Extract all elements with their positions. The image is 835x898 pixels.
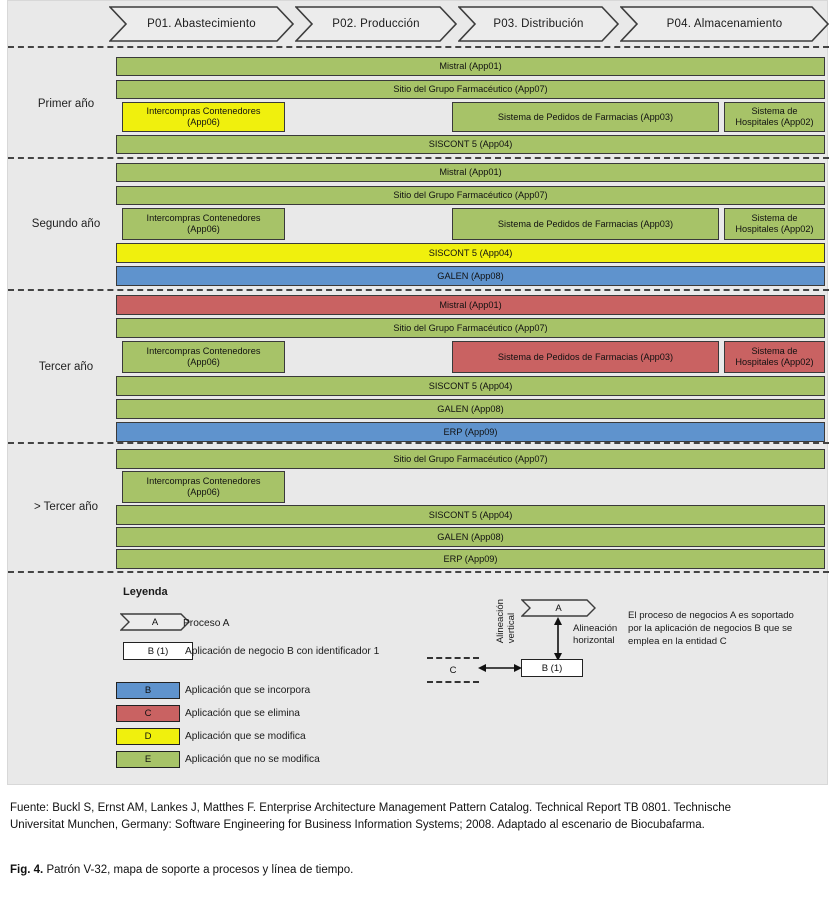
legend-diagram-app-b: B (1) <box>521 659 583 677</box>
app-bar-pedidos-y3[interactable]: Sistema de Pedidos de Farmacias (App03) <box>452 341 719 373</box>
legend-diagram-horizontal-label: Alineación horizontal <box>573 623 617 647</box>
process-chevron-p01[interactable]: P01. Abastecimiento <box>109 6 294 42</box>
legend-text-elimina: Aplicación que se elimina <box>185 708 300 719</box>
app-bar-mistral-y1[interactable]: Mistral (App01) <box>116 57 825 76</box>
process-chevron-p03-label: P03. Distribución <box>493 18 584 30</box>
app-bar-intercompras-y1-line1: Intercompras Contenedores <box>146 106 261 117</box>
app-bar-hospitales-y3[interactable]: Sistema de Hospitales (App02) <box>724 341 825 373</box>
legend-diagram-vertical-label-l2: vertical <box>506 612 518 644</box>
legend-diagram-description: El proceso de negocios A es soportado po… <box>628 610 794 647</box>
row-separator-top <box>8 46 829 48</box>
app-bar-pedidos-y1[interactable]: Sistema de Pedidos de Farmacias (App03) <box>452 102 719 132</box>
legend-diagram-entity-c-label: C <box>449 664 457 676</box>
app-bar-intercompras-y2-line2: (App06) <box>187 224 220 234</box>
app-bar-siscont-y3[interactable]: SISCONT 5 (App04) <box>116 376 825 396</box>
app-bar-intercompras-y4-line2: (App06) <box>187 487 220 497</box>
app-bar-intercompras-y3[interactable]: Intercompras Contenedores (App06) <box>122 341 285 373</box>
app-bar-hospitales-y1[interactable]: Sistema de Hospitales (App02) <box>724 102 825 132</box>
legend-swatch-no-modifica: E <box>116 751 180 768</box>
app-bar-sitio-y1[interactable]: Sitio del Grupo Farmacéutico (App07) <box>116 80 825 99</box>
legend-process-symbol-label: A <box>151 616 159 628</box>
process-chevron-p04[interactable]: P04. Almacenamiento <box>620 6 829 42</box>
app-bar-intercompras-y4-line1: Intercompras Contenedores <box>146 476 261 487</box>
year-label-primer-ano: Primer año <box>37 98 95 110</box>
legend-app-symbol: B (1) <box>123 642 193 660</box>
app-bar-hospitales-y2[interactable]: Sistema de Hospitales (App02) <box>724 208 825 240</box>
app-bar-galen-y2[interactable]: GALEN (App08) <box>116 266 825 286</box>
app-bar-intercompras-y4[interactable]: Intercompras Contenedores (App06) <box>122 471 285 503</box>
legend-text-incorpora: Aplicación que se incorpora <box>185 685 311 696</box>
legend-swatch-modifica: D <box>116 728 180 745</box>
app-bar-intercompras-y1-line2: (App06) <box>187 117 220 127</box>
figure-number: Fig. 4. <box>10 864 44 876</box>
year-label-segundo-ano: Segundo año <box>31 218 101 230</box>
legend-app-text: Aplicación de negocio B con identificado… <box>185 646 380 657</box>
app-bar-sitio-y2[interactable]: Sitio del Grupo Farmacéutico (App07) <box>116 186 825 205</box>
source-text: Fuente: Buckl S, Ernst AM, Lankes J, Mat… <box>10 802 732 831</box>
legend-diagram-vertical-label: Alineación vertical <box>495 599 517 643</box>
legend-diagram-process-a: A <box>555 602 562 614</box>
process-chevron-p02-label: P02. Producción <box>332 18 420 30</box>
figure-panel: P01. Abastecimiento P02. Producción P03.… <box>7 0 829 785</box>
process-chevron-p04-label: P04. Almacenamiento <box>666 18 783 30</box>
app-bar-hospitales-y2-line1: Sistema de <box>751 213 798 224</box>
app-bar-siscont-y1[interactable]: SISCONT 5 (App04) <box>116 135 825 154</box>
process-header: P01. Abastecimiento P02. Producción P03.… <box>109 6 829 42</box>
app-bar-intercompras-y3-line1: Intercompras Contenedores <box>146 346 261 357</box>
legend-diagram-vertical-label-l1: Alineación <box>495 599 506 644</box>
legend-diagram-entity-c: C <box>427 657 479 683</box>
legend-text-modifica: Aplicación que se modifica <box>185 731 306 742</box>
app-bar-intercompras-y2[interactable]: Intercompras Contenedores (App06) <box>122 208 285 240</box>
year-label-tercer-ano: Tercer año <box>38 361 94 373</box>
legend-swatch-incorpora: B <box>116 682 180 699</box>
process-chevron-p01-label: P01. Abastecimiento <box>147 18 256 30</box>
figure-caption: Fig. 4. Patrón V-32, mapa de soporte a p… <box>10 864 810 876</box>
app-bar-pedidos-y2[interactable]: Sistema de Pedidos de Farmacias (App03) <box>452 208 719 240</box>
app-bar-mistral-y3[interactable]: Mistral (App01) <box>116 295 825 315</box>
legend-diagram-horizontal-label-l2: horizontal <box>573 634 615 646</box>
legend-alignment-diagram: A B (1) C Alineación vertical Alineación… <box>427 593 617 683</box>
app-bar-intercompras-y3-line2: (App06) <box>187 357 220 367</box>
app-bar-sitio-y4[interactable]: Sitio del Grupo Farmacéutico (App07) <box>116 449 825 469</box>
legend-text-no-modifica: Aplicación que no se modifica <box>185 754 320 765</box>
app-bar-siscont-y2[interactable]: SISCONT 5 (App04) <box>116 243 825 263</box>
legend-diagram-horizontal-label-l1: Alineación <box>573 623 618 634</box>
app-bar-sitio-y3[interactable]: Sitio del Grupo Farmacéutico (App07) <box>116 318 825 338</box>
figure-caption-text: Patrón V-32, mapa de soporte a procesos … <box>46 864 354 876</box>
app-bar-galen-y4[interactable]: GALEN (App08) <box>116 527 825 547</box>
row-separator-4 <box>8 571 829 573</box>
legend-swatch-elimina: C <box>116 705 180 722</box>
app-bar-erp-y3[interactable]: ERP (App09) <box>116 422 825 442</box>
legend-title: Leyenda <box>123 586 168 598</box>
app-bar-mistral-y2[interactable]: Mistral (App01) <box>116 163 825 182</box>
app-bar-hospitales-y3-line1: Sistema de <box>751 346 798 357</box>
app-bar-erp-y4[interactable]: ERP (App09) <box>116 549 825 569</box>
app-bar-siscont-y4[interactable]: SISCONT 5 (App04) <box>116 505 825 525</box>
row-separator-3 <box>8 442 829 444</box>
app-bar-hospitales-y1-line2: Hospitales (App02) <box>735 117 814 127</box>
app-bar-hospitales-y2-line2: Hospitales (App02) <box>735 224 814 234</box>
row-separator-2 <box>8 289 829 291</box>
app-bar-intercompras-y2-line1: Intercompras Contenedores <box>146 213 261 224</box>
app-bar-hospitales-y3-line2: Hospitales (App02) <box>735 357 814 367</box>
process-chevron-p02[interactable]: P02. Producción <box>295 6 457 42</box>
app-bar-galen-y3[interactable]: GALEN (App08) <box>116 399 825 419</box>
row-separator-1 <box>8 157 829 159</box>
app-bar-hospitales-y1-line1: Sistema de <box>751 106 798 117</box>
year-label-mayor-tercer-ano: > Tercer año <box>33 501 99 513</box>
legend-process-symbol: A <box>119 613 190 631</box>
legend-process-text: Proceso A <box>183 618 230 629</box>
process-chevron-p03[interactable]: P03. Distribución <box>458 6 619 42</box>
app-bar-intercompras-y1[interactable]: Intercompras Contenedores (App06) <box>122 102 285 132</box>
